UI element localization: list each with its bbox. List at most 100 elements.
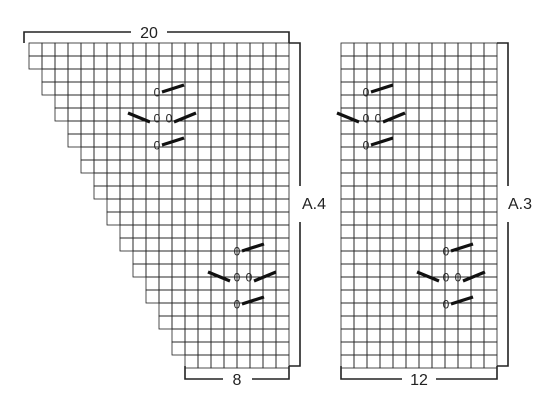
grid-cell xyxy=(132,81,147,96)
grid-cell xyxy=(405,237,420,252)
grid-cell xyxy=(405,263,420,278)
grid-cell xyxy=(54,55,69,70)
grid-cell xyxy=(145,250,160,265)
grid-cell xyxy=(54,42,69,57)
grid-cell xyxy=(158,198,173,213)
grid-cell xyxy=(132,55,147,70)
yarn-over-symbol: 0 xyxy=(234,245,241,259)
grid-cell xyxy=(470,120,485,135)
grid-cell xyxy=(379,276,394,291)
grid-cell xyxy=(184,146,199,161)
grid-cell xyxy=(171,341,186,356)
grid-cell xyxy=(444,224,459,239)
grid-cell xyxy=(418,81,433,96)
grid-cell xyxy=(93,81,108,96)
grid-cell xyxy=(197,315,212,330)
grid-cell xyxy=(392,263,407,278)
grid-cell xyxy=(210,42,225,57)
grid-cell xyxy=(171,185,186,200)
grid-cell xyxy=(54,68,69,83)
grid-cell xyxy=(210,68,225,83)
grid-cell xyxy=(67,68,82,83)
grid-cell xyxy=(93,146,108,161)
grid-cell xyxy=(262,328,277,343)
grid-cell xyxy=(80,42,95,57)
grid-cell xyxy=(392,198,407,213)
grid-cell xyxy=(236,107,251,122)
grid-cell xyxy=(106,107,121,122)
grid-cell xyxy=(106,185,121,200)
grid-cell xyxy=(275,341,290,356)
grid-cell xyxy=(197,263,212,278)
grid-cell xyxy=(457,328,472,343)
grid-cell xyxy=(197,211,212,226)
grid-cell xyxy=(444,81,459,96)
grid-cell xyxy=(340,276,355,291)
grid-cell xyxy=(379,120,394,135)
grid-cell xyxy=(223,120,238,135)
grid-cell xyxy=(119,172,134,187)
grid-cell xyxy=(67,94,82,109)
grid-cell xyxy=(145,289,160,304)
grid-cell xyxy=(119,211,134,226)
grid-cell xyxy=(210,289,225,304)
grid-cell xyxy=(145,185,160,200)
grid-cell xyxy=(392,68,407,83)
grid-cell xyxy=(418,68,433,83)
grid-cell xyxy=(184,354,199,369)
grid-cell xyxy=(392,224,407,239)
grid-cell xyxy=(353,315,368,330)
grid-cell xyxy=(405,328,420,343)
grid-cell xyxy=(444,315,459,330)
grid-cell xyxy=(366,276,381,291)
grid-cell xyxy=(431,42,446,57)
grid-cell xyxy=(392,120,407,135)
grid-cell xyxy=(184,315,199,330)
grid-cell xyxy=(249,211,264,226)
grid-cell xyxy=(54,94,69,109)
grid-cell xyxy=(457,120,472,135)
grid-cell xyxy=(184,289,199,304)
grid-cell xyxy=(80,159,95,174)
grid-cell xyxy=(418,94,433,109)
grid-cell xyxy=(210,120,225,135)
grid-cell xyxy=(210,354,225,369)
grid-cell xyxy=(145,263,160,278)
grid-cell xyxy=(210,224,225,239)
grid-cell xyxy=(431,354,446,369)
grid-cell xyxy=(405,120,420,135)
grid-cell xyxy=(340,302,355,317)
grid-cell xyxy=(418,198,433,213)
grid-cell xyxy=(236,328,251,343)
grid-cell xyxy=(106,68,121,83)
grid-cell xyxy=(171,172,186,187)
grid-cell xyxy=(171,302,186,317)
grid-cell xyxy=(444,341,459,356)
grid-cell xyxy=(197,237,212,252)
grid-cell xyxy=(171,146,186,161)
grid-cell xyxy=(470,289,485,304)
grid-cell xyxy=(353,276,368,291)
grid-cell xyxy=(405,250,420,265)
grid-cell xyxy=(457,133,472,148)
grid-cell xyxy=(236,211,251,226)
grid-cell xyxy=(262,354,277,369)
grid-cell xyxy=(379,354,394,369)
grid-cell xyxy=(353,185,368,200)
grid-cell xyxy=(145,224,160,239)
grid-cell xyxy=(405,94,420,109)
grid-cell xyxy=(470,159,485,174)
grid-cell xyxy=(392,81,407,96)
grid-cell xyxy=(405,55,420,70)
grid-cell xyxy=(67,120,82,135)
grid-cell xyxy=(236,81,251,96)
grid-cell xyxy=(184,250,199,265)
grid-cell xyxy=(197,354,212,369)
grid-cell xyxy=(483,133,498,148)
decrease-stroke-symbol xyxy=(450,295,474,306)
grid-cell xyxy=(158,315,173,330)
grid-cell xyxy=(392,133,407,148)
grid-cell xyxy=(197,185,212,200)
grid-cell xyxy=(392,42,407,57)
grid-cell xyxy=(483,250,498,265)
